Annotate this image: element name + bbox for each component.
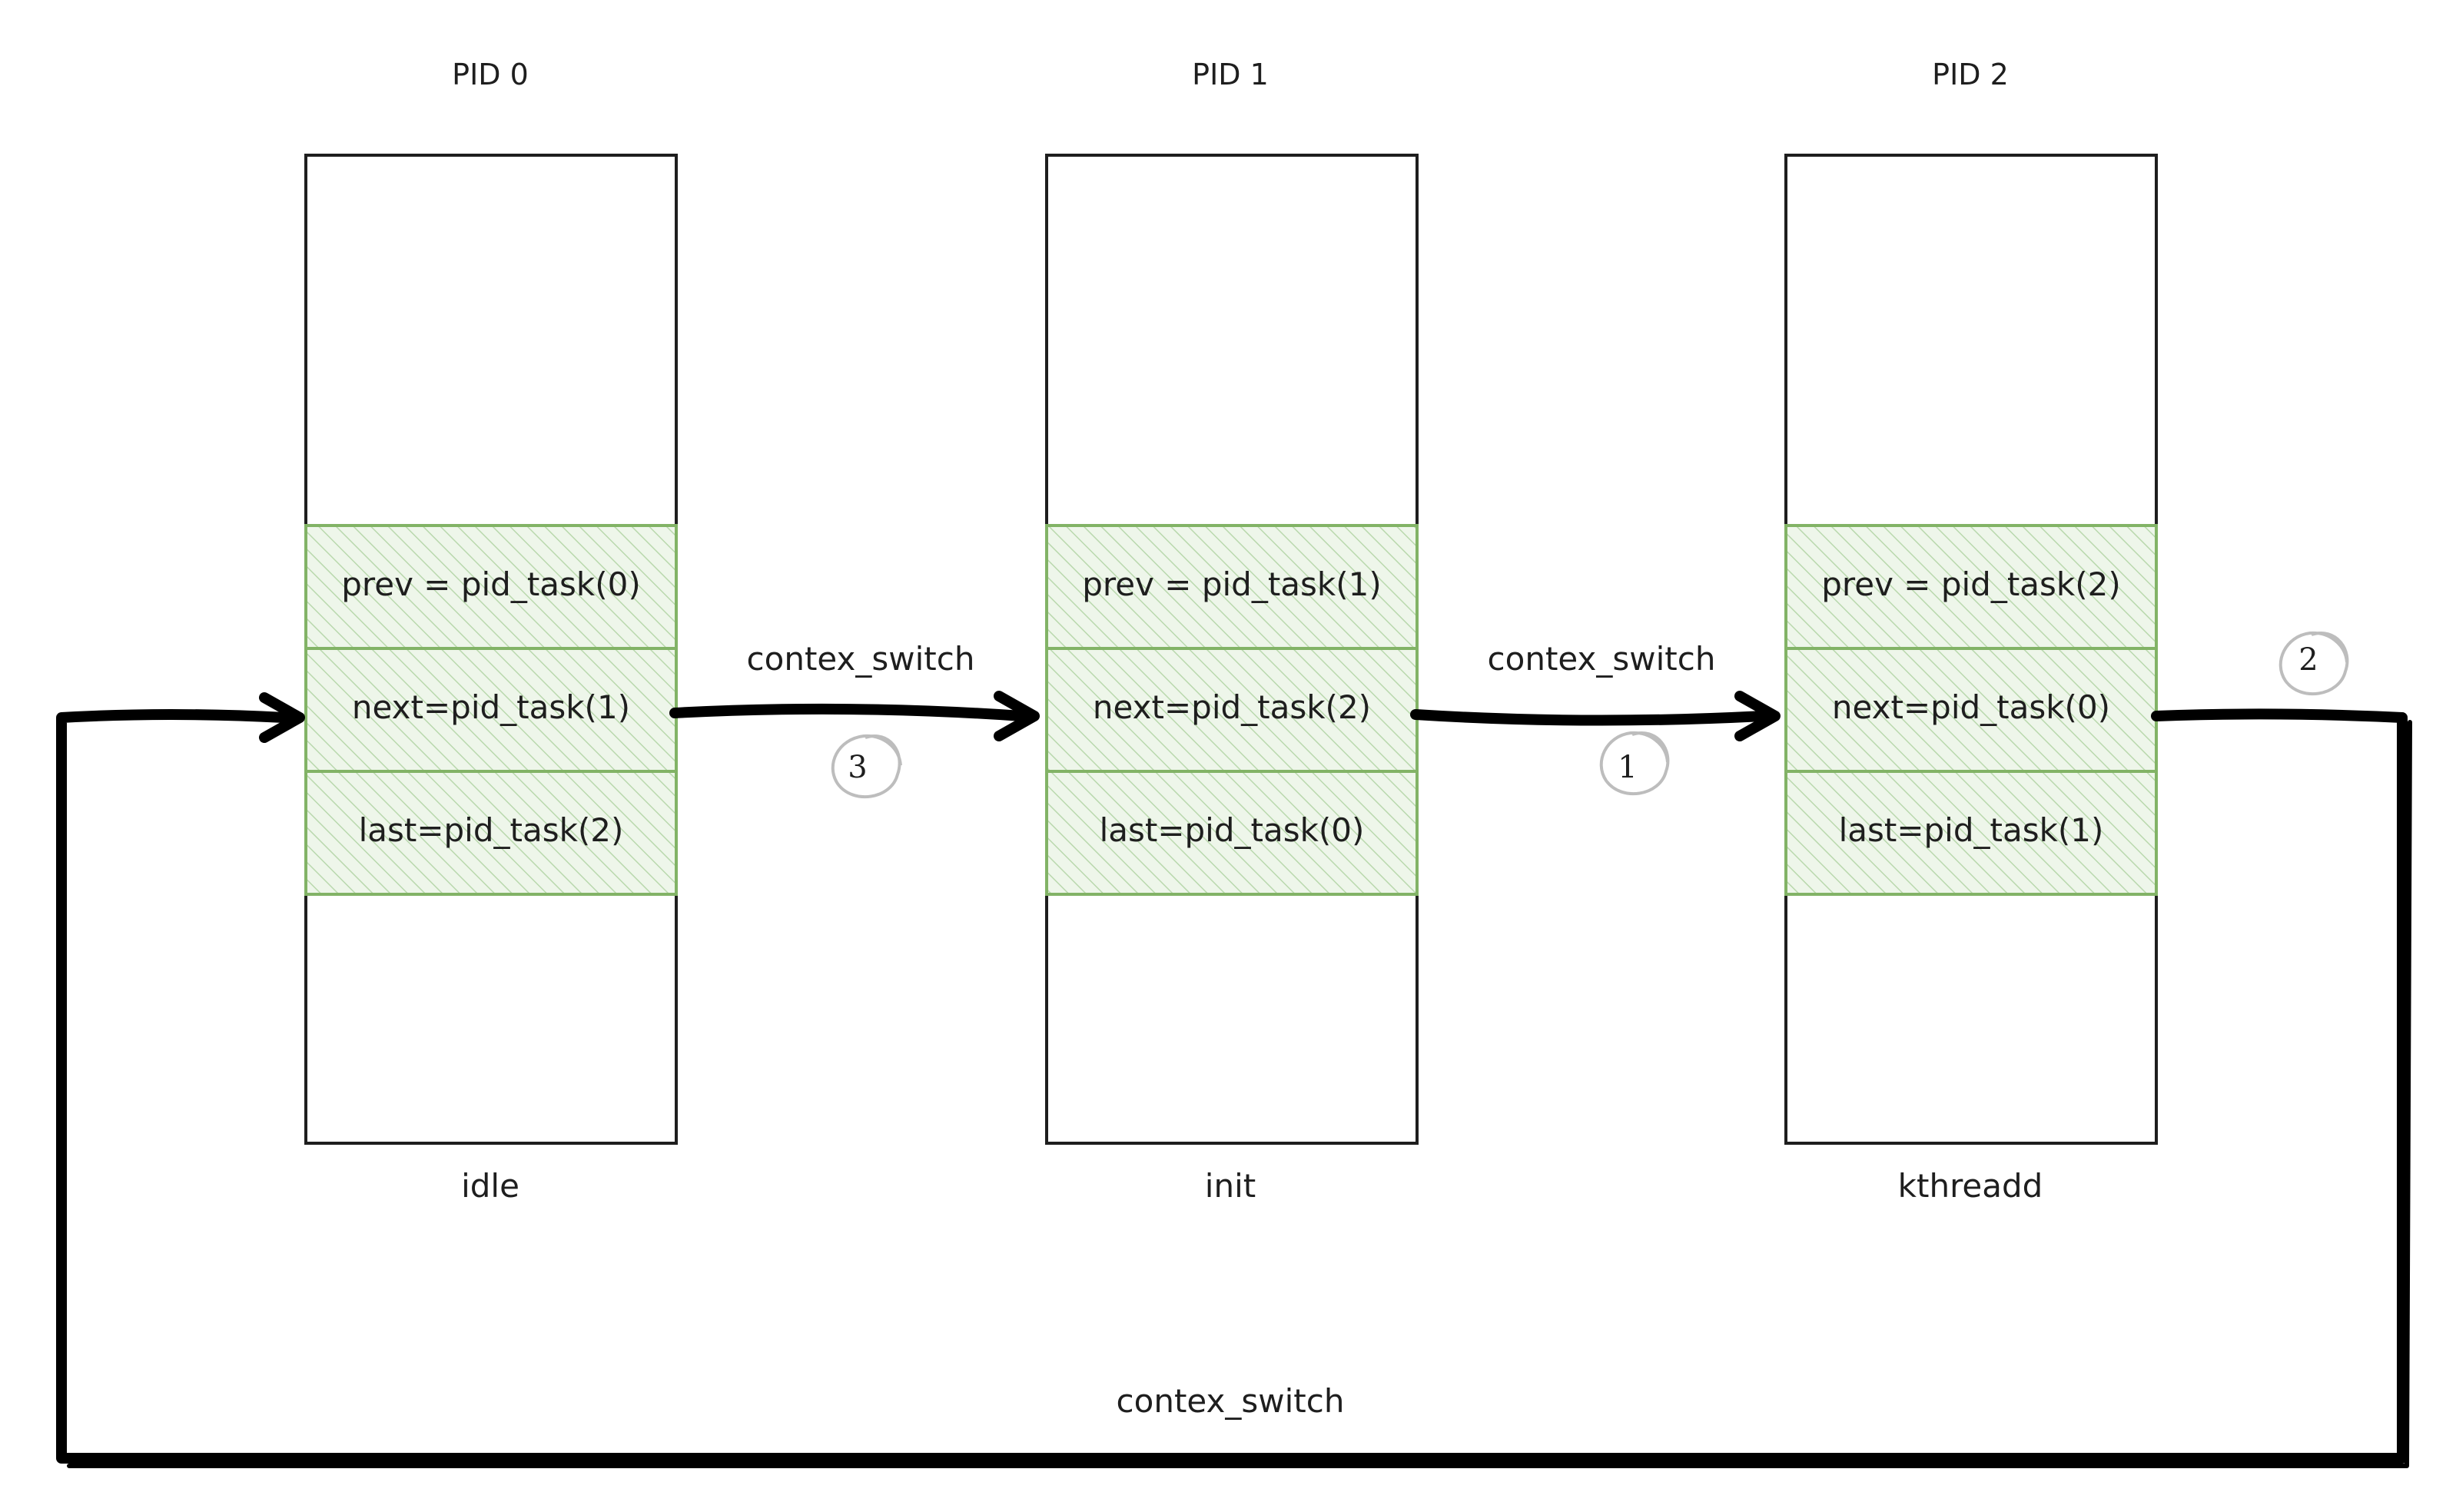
process-pid-0: PID 0 prev = pid_task(0) next=pid_task(1… [304,58,678,1205]
edge-1-arrow-head [1734,691,1781,741]
process-pid-2: PID 2 prev = pid_task(2) next=pid_task(0… [1784,58,2158,1205]
pid-2-last-text: last=pid_task(1) [1839,811,2104,849]
pid-1-prev-slot [1045,524,1419,650]
pid-1-next-text: next=pid_task(2) [1093,688,1371,726]
edge-0-arrow-line [669,703,1027,721]
edge-1-label: contex_switch [1488,640,1716,678]
pid-0-prev-text: prev = pid_task(0) [341,565,640,603]
edge-2-return-stroke [67,720,2412,1468]
edge-1-step-number: 1 [1618,750,1637,785]
pid-0-next-text: next=pid_task(1) [352,688,630,726]
pid-2-next-text: next=pid_task(0) [1832,688,2110,726]
pid-0-last-text: last=pid_task(2) [359,811,624,849]
edge-1-step-circle [1599,731,1670,795]
pid-2-label: PID 2 [1932,58,2009,91]
edge-0-step-number: 3 [848,750,867,785]
edge-0-arrow-head [994,691,1040,741]
process-pid-1: PID 1 prev = pid_task(1) next=pid_task(2… [1045,58,1419,1205]
pid-0-next-slot [304,647,678,773]
pid-1-prev-text: prev = pid_task(1) [1082,565,1381,603]
pid-0-label: PID 0 [452,58,529,91]
pid-1-last-slot [1045,770,1419,896]
pid-2-name: kthreadd [1898,1167,2043,1205]
edge-pid0-to-pid1: contex_switch 3 [669,640,1040,798]
edge-pid2-to-pid0: contex_switch 2 [56,631,2412,1468]
edge-2-step-number: 2 [2298,642,2318,678]
pid-2-prev-slot [1784,524,2158,650]
edge-0-label: contex_switch [747,640,975,678]
pid-2-prev-text: prev = pid_task(2) [1821,565,2120,603]
edge-2-arrow-head [259,692,305,743]
edge-2-step-circle [2278,631,2349,695]
pid-1-last-text: last=pid_task(0) [1100,811,1365,849]
pid-2-next-slot [1784,647,2158,773]
pid-1-next-slot [1045,647,1419,773]
pid-0-name: idle [461,1167,519,1205]
edge-1-arrow-line [1410,709,1768,726]
edge-2-label: contex_switch [1117,1382,1345,1420]
edge-pid1-to-pid2: contex_switch 1 [1410,640,1781,795]
pid-0-last-slot [304,770,678,896]
pid-1-name: init [1205,1167,1256,1205]
pid-1-label: PID 1 [1192,58,1269,91]
edge-2-arrow-line [56,708,2408,1464]
pid-2-last-slot [1784,770,2158,896]
edge-0-step-circle [831,734,902,798]
